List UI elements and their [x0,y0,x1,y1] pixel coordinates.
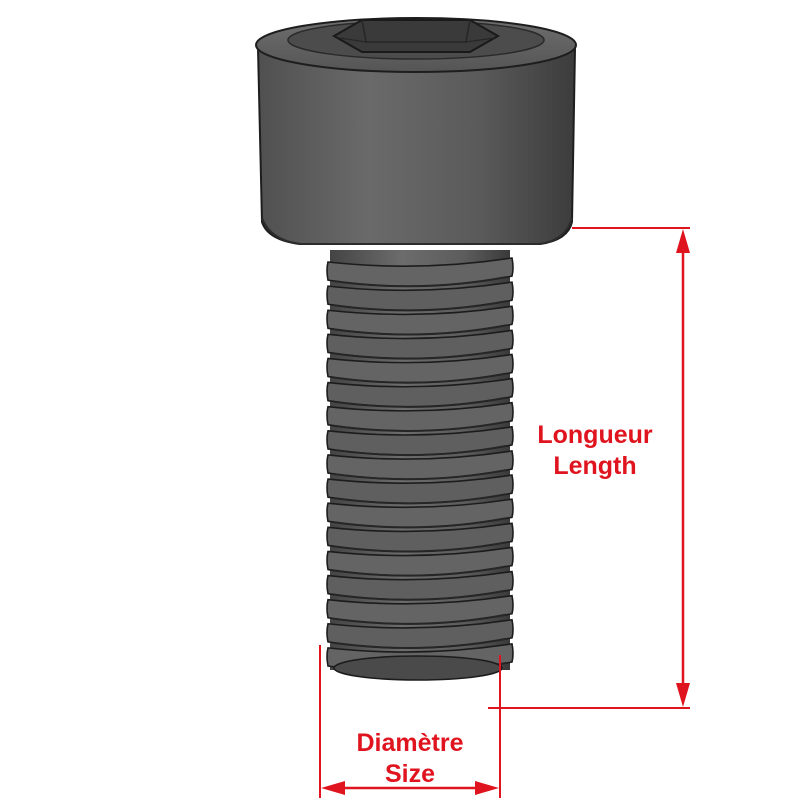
size-label-fr: Diamètre [356,729,464,757]
size-label: Diamètre Size [330,728,490,790]
thread-crest [326,618,514,649]
thread-crest [326,498,514,529]
thread-groove [333,372,507,384]
thread-groove [333,444,507,457]
thread-groove [333,276,507,288]
thread-groove [333,613,507,625]
size-label-en: Size [384,760,436,788]
shank-tip [333,655,503,681]
thread-crest [326,425,514,456]
thread-crest [326,329,514,360]
thread-crest [326,257,514,288]
thread-crest [326,570,514,601]
length-label-en: Length [553,452,637,480]
hex-socket [331,19,501,53]
thread-crest [326,377,514,408]
thread-groove [333,565,507,577]
thread-groove [333,396,507,408]
thread-groove [333,541,507,553]
size-arrow-right [475,781,499,795]
thread-crest [326,353,514,384]
thread-crest [326,546,514,577]
thread-groove [333,469,507,481]
thread-groove [333,420,507,432]
size-dimension [319,645,501,798]
thread-groove [333,493,507,505]
threaded-shank [326,250,514,681]
thread-groove [333,348,507,360]
thread-crest [326,522,514,553]
thread-groove [333,589,507,601]
length-arrow-top [676,229,690,253]
thread-crest [326,450,514,480]
length-label-fr: Longueur [537,421,653,449]
length-dimension [488,227,690,709]
length-arrow-bottom [676,683,690,707]
size-arrow-left [321,781,345,795]
thread-groove [333,300,507,312]
thread-crest [326,401,514,432]
thread-crest [326,474,514,505]
bolt-head [255,17,577,245]
thread-crest [326,281,514,312]
thread-groove [333,517,507,529]
thread-groove [333,324,507,336]
thread-crest [326,305,514,336]
thread-groove [333,637,507,650]
thread-crest [326,594,514,625]
length-label: Longueur Length [520,420,670,482]
